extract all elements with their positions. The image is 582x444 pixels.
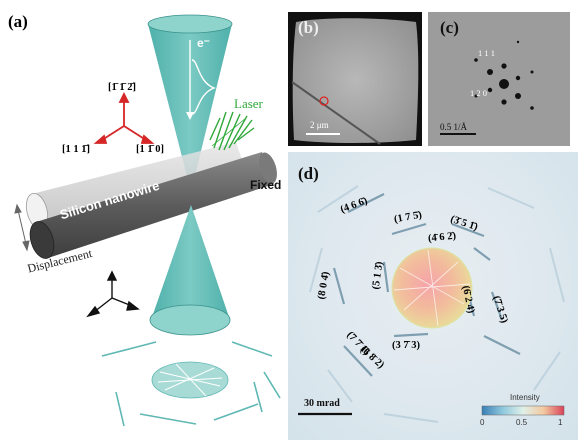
fixed-label: Fixed (250, 178, 282, 192)
panel-b: (b) 2 μm (288, 12, 422, 146)
laser-label: Laser (234, 96, 263, 111)
reflection-373: (3 7̄ 3) (392, 340, 420, 351)
panel-b-micrograph (291, 18, 419, 145)
axis-label-top: [1̄ 1̄ 2̄] (108, 82, 136, 93)
detector-pattern (101, 341, 281, 427)
panel-c-diffraction (428, 12, 570, 146)
lower-beam-cone (151, 205, 230, 320)
axis-label-left: [1 1 1̄] (62, 144, 90, 155)
lab-frame-axes (86, 270, 140, 318)
panel-a-schematic (14, 14, 281, 427)
panel-a: (a) e⁻ Laser [1̄ 1̄ 2̄] [1 1 1̄] [1 1̄ 0… (0, 0, 290, 444)
electron-label: e⁻ (197, 36, 211, 50)
nanowire-end (29, 221, 55, 259)
spot-label-bottom: 1 2 0 (470, 88, 487, 98)
nanowire-image (291, 81, 381, 145)
intensity-colorbar (481, 405, 565, 416)
lower-cone-base (149, 304, 231, 336)
axis-label-right: [1 1̄ 0] (136, 144, 164, 155)
measurement-spot-marker (319, 96, 329, 106)
displacement-arrow-icon (14, 203, 30, 252)
panel-a-label: (a) (8, 12, 28, 31)
panel-c-scale-label: 0.5 1/Å (440, 122, 467, 132)
panel-d-scale-label: 30 mrad (304, 398, 340, 409)
colorbar-tick-1: 1 (558, 418, 563, 427)
colorbar-title: Intensity (510, 393, 540, 402)
spot-label-top: 1 1 1 (478, 48, 495, 58)
panel-b-scale-label: 2 μm (310, 120, 329, 130)
laser-pulse-icon (209, 111, 255, 151)
panel-c-label: (c) (440, 18, 459, 37)
panel-b-label: (b) (298, 18, 319, 37)
central-beam (391, 247, 473, 329)
ghost-nanowire (32, 142, 246, 228)
upper-cone-top (147, 14, 233, 34)
panel-d-label: (d) (298, 164, 319, 183)
panel-c: (c) 1 1 1 1 2 0 0.5 1/Å (428, 12, 570, 146)
panel-d: (d) (4 6 6̄) (1 7 5̄) (3̄ 5 1̄) (4̄ 6 2̄… (288, 152, 578, 440)
colorbar-tick-0: 0 (480, 418, 485, 427)
electron-pulse-icon (191, 59, 216, 115)
nanowire-body (36, 152, 274, 258)
panel-d-pattern (298, 185, 565, 423)
crystal-axes (93, 91, 155, 144)
colorbar-tick-0-5: 0.5 (516, 418, 528, 427)
